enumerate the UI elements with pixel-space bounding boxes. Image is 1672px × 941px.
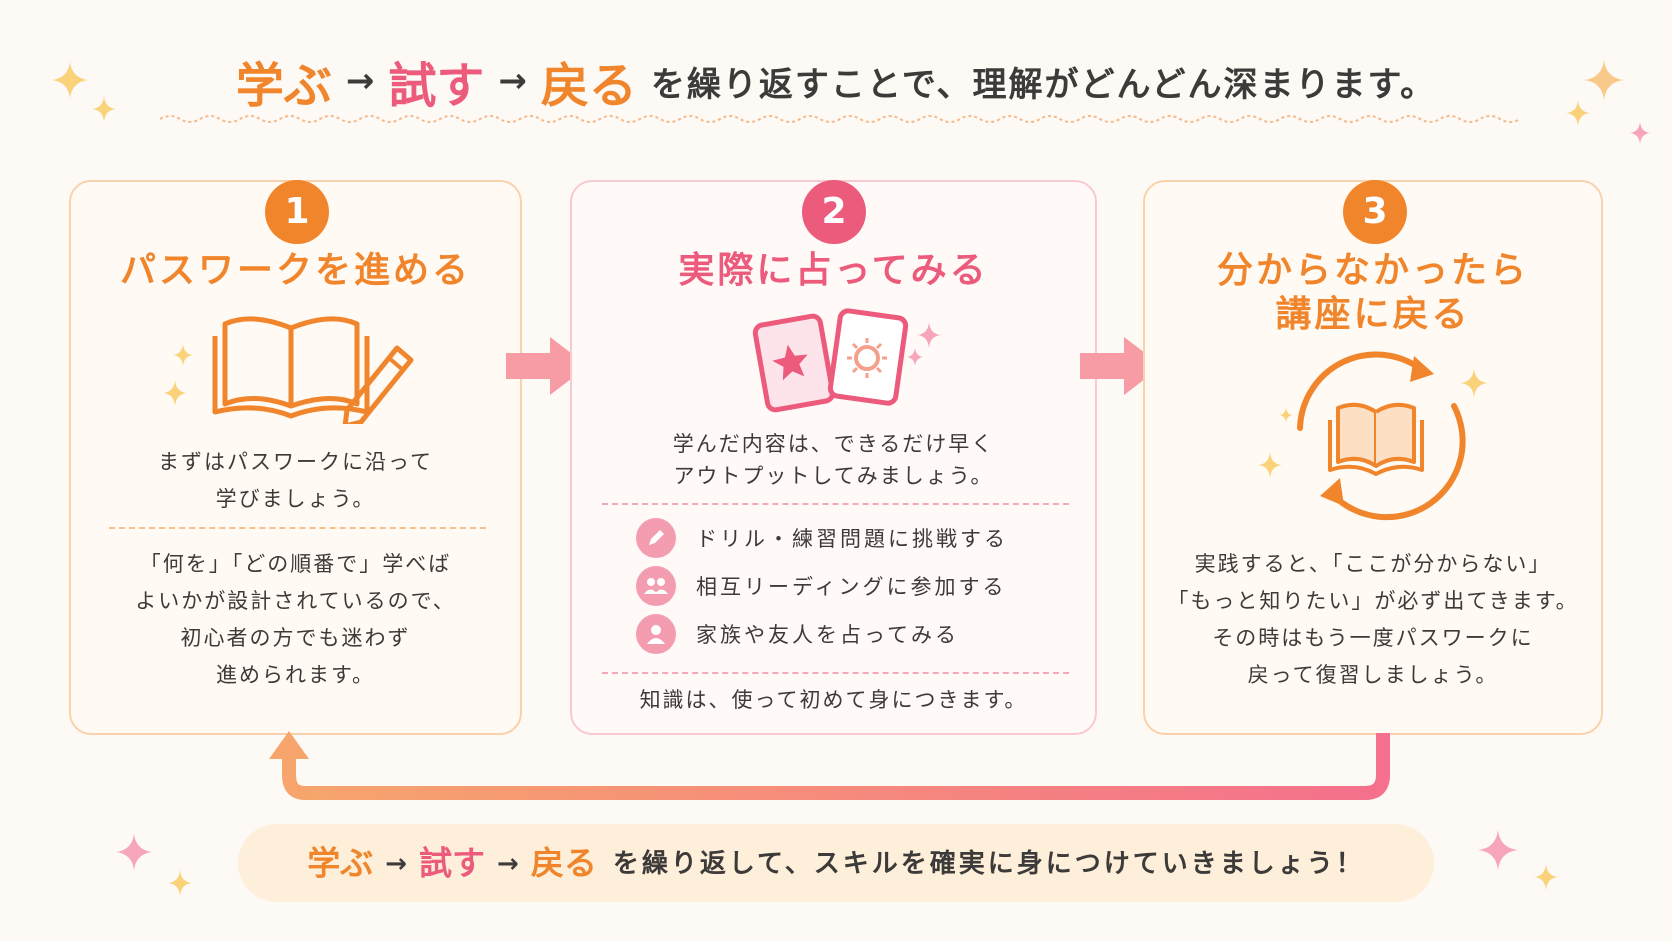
- person-icon: [636, 614, 676, 654]
- divider: [602, 503, 1069, 505]
- header-arrow-1: →: [345, 61, 375, 101]
- header-title: 学ぶ → 試す → 戻るを繰り返すことで、理解がどんどん深まります。: [0, 46, 1672, 114]
- header-word-try: 試す: [388, 58, 485, 114]
- step-intro-line: まずはパスワークに沿って: [158, 450, 433, 474]
- list-item-text: 家族や友人を占ってみる: [696, 623, 959, 647]
- step-body-line: 実践すると、「ここが分からない」: [1194, 552, 1552, 576]
- sparkle-icon: [52, 62, 116, 122]
- list-item-text: 相互リーディングに参加する: [696, 575, 1007, 599]
- arrow-right-icon: [1080, 337, 1162, 395]
- step-body-line: よいかが設計されているので、: [135, 589, 456, 613]
- step-body-line: 初心者の方でも迷わず: [180, 626, 411, 650]
- pencil-icon: [636, 518, 676, 558]
- sparkle-icon: [1566, 60, 1650, 144]
- step-number-badge: 1: [265, 180, 329, 244]
- step-title-line: 分からなかったら: [1216, 250, 1529, 291]
- footer-arrow-1: →: [385, 848, 408, 879]
- list-item: 相互リーディングに参加する: [636, 566, 1007, 606]
- list-item: 家族や友人を占ってみる: [636, 614, 959, 654]
- step-footer-text: 知識は、使って初めて身につきます。: [639, 688, 1028, 712]
- step-body-line: その時はもう一度パスワークに: [1212, 626, 1534, 650]
- open-book-with-pen-icon: [163, 316, 414, 424]
- header-word-learn: 学ぶ: [235, 58, 332, 114]
- header-word-return: 戻る: [540, 58, 637, 114]
- divider: [109, 527, 486, 529]
- footer-word-learn: 学ぶ: [307, 843, 374, 883]
- sparkle-icon: [116, 834, 192, 896]
- return-loop-arrow: [269, 731, 1390, 800]
- list-item-text: ドリル・練習問題に挑戦する: [696, 527, 1008, 551]
- step-card-1: 1 パスワークを進める まずはパスワークに沿って 学びましょう。 「何を」「どの…: [69, 180, 522, 735]
- step-card-3: 3 分からなかったら 講座に戻る 実践すると、「ここが分からない」 「もっと知り…: [1143, 180, 1603, 735]
- footer-arrow-2: →: [497, 848, 519, 879]
- arrow-right-icon: [506, 337, 588, 395]
- header-tail-text: を繰り返すことで、理解がどんどん深まります。: [650, 64, 1437, 105]
- header-wavy-underline: [160, 115, 1520, 123]
- tarot-cards-icon: [752, 308, 941, 413]
- step-body-line: 戻って復習しましょう。: [1247, 663, 1499, 687]
- header-arrow-2: →: [498, 61, 527, 101]
- sparkle-icon: [1478, 830, 1558, 890]
- step-card-2: 2 実際に占ってみる 学んだ内容は、できるだけ早く アウトプットしてみましょう。…: [570, 180, 1097, 735]
- footer-banner: 学ぶ → 試す → 戻るを繰り返して、スキルを確実に身につけていきましょう！: [238, 824, 1434, 902]
- step-body-line: 進められます。: [216, 663, 375, 687]
- step-intro-line: 学んだ内容は、できるだけ早く: [672, 432, 995, 456]
- footer-tail-text: を繰り返して、スキルを確実に身につけていきましょう！: [612, 848, 1365, 879]
- footer-word-return: 戻る: [530, 843, 597, 883]
- step-title-line: 講座に戻る: [1275, 294, 1471, 335]
- list-item: ドリル・練習問題に挑戦する: [636, 518, 1008, 558]
- footer-word-try: 試す: [419, 843, 486, 883]
- step-number-badge: 3: [1343, 180, 1407, 244]
- step-title: パスワークを進める: [119, 250, 471, 291]
- people-icon: [636, 566, 676, 606]
- step-body-line: 「何を」「どの順番で」学べば: [139, 552, 452, 576]
- book-cycle-icon: [1258, 351, 1488, 521]
- step-number-badge: 2: [802, 180, 866, 244]
- step-intro-line: アウトプットしてみましょう。: [673, 464, 994, 488]
- step-title: 実際に占ってみる: [678, 250, 989, 291]
- divider: [602, 672, 1069, 674]
- step-body-line: 「もっと知りたい」が必ず出てきます。: [1167, 589, 1579, 613]
- step-intro-line: 学びましょう。: [215, 487, 376, 511]
